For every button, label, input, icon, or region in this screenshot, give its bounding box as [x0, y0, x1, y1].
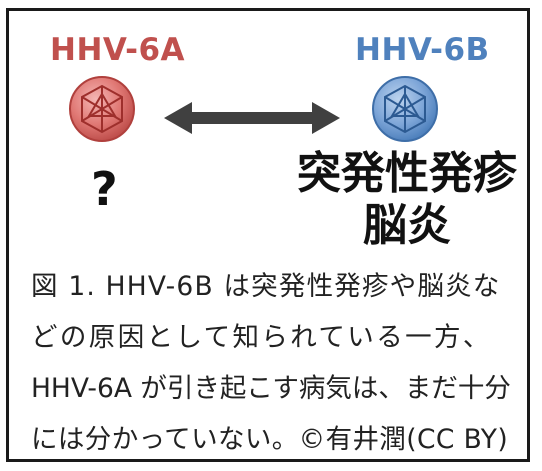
- hhv6a-virion-icon: [69, 76, 135, 142]
- caption-line-2: どの原因として知られている一方、: [31, 322, 492, 353]
- disease-exanthem-subitum: 突発性発疹: [297, 148, 517, 199]
- caption-line-4: には分かっていない。©有井潤(CC BY): [31, 424, 509, 455]
- double-arrow-icon: [164, 102, 340, 134]
- hhv6a-label: HHV-6A: [50, 32, 186, 68]
- caption-line-1: 図 1. HHV-6B は突発性発疹や脳炎な: [31, 271, 501, 302]
- hhv6b-virion-icon: [372, 76, 438, 142]
- caption-line-3: HHV-6A が引き起こす病気は、まだ十分: [31, 373, 511, 404]
- disease-encephalitis: 脳炎: [363, 200, 451, 251]
- hhv6b-label: HHV-6B: [355, 32, 490, 68]
- unknown-disease-mark: ?: [91, 162, 118, 216]
